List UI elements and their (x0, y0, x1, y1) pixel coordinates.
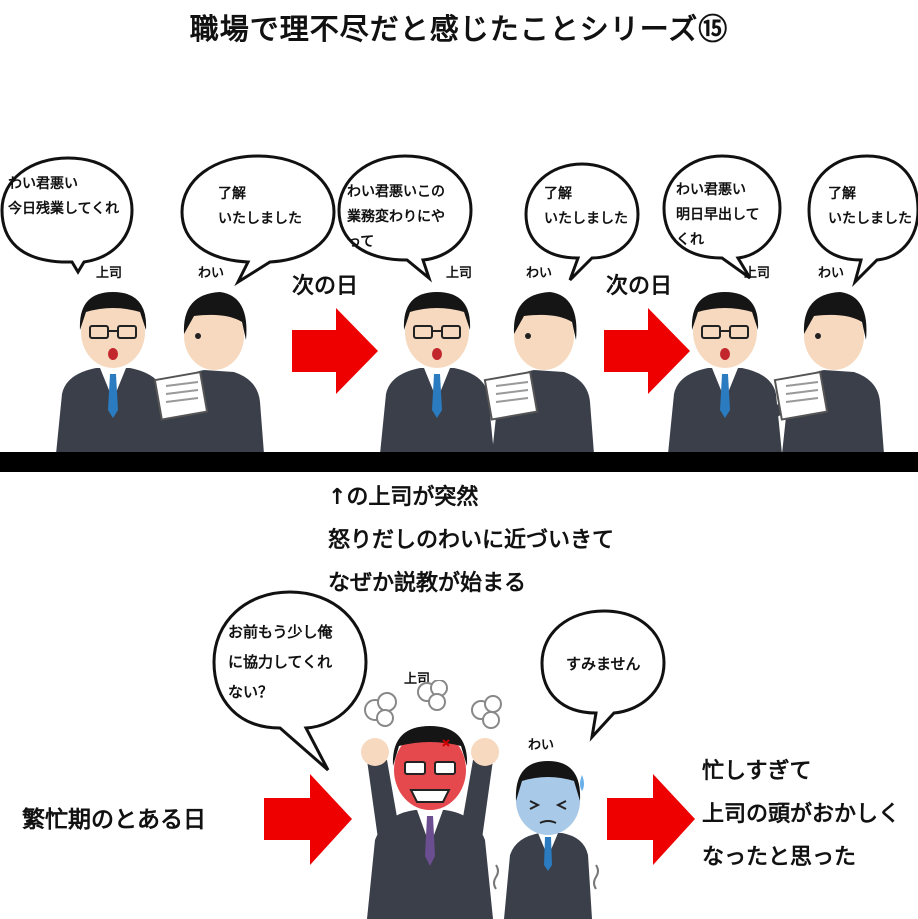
speech-bubble-boss-2 (337, 154, 473, 283)
right-arrow-icon-3 (264, 774, 352, 865)
speech-bubble-me-1 (180, 154, 336, 287)
boss-3-line-3: くれ (676, 232, 704, 248)
next-day-label-1: 次の日 (292, 274, 359, 299)
boss-2-label: 上司 (446, 266, 473, 281)
me-2-line-2: いたしました (544, 211, 628, 227)
angry-boss-figure (361, 680, 502, 919)
narration-line-3: なぜか説教が始まる (328, 571, 527, 596)
boss-2-line-1: わい君悪いこの (347, 184, 445, 200)
me-figure-3 (773, 292, 884, 454)
boss-2-line-3: って (347, 234, 375, 250)
boss-angry-line-3: ない？ (228, 683, 274, 701)
narration-line-1: ↑の上司が突然 (328, 485, 479, 510)
speech-bubble-me-sorry (540, 609, 666, 742)
me-figure-1 (153, 292, 264, 454)
section-divider (0, 452, 918, 472)
me-2-label: わい (526, 266, 553, 281)
boss-2-line-2: 業務変わりにや (347, 209, 445, 225)
boss-3-label: 上司 (744, 266, 771, 281)
me-2-line-1: 了解 (544, 186, 572, 202)
busy-day-label: 繁忙期のとある日 (22, 807, 206, 833)
boss-1-line-2: 今日残業してくれ (8, 201, 120, 217)
boss-3-line-1: わい君悪い (676, 182, 746, 198)
boss-1-label: 上司 (96, 266, 123, 281)
me-sorry-label: わい (528, 738, 555, 753)
boss-3-line-2: 明日早出して (676, 207, 760, 223)
conclusion-line-2: 上司の頭がおかしく (702, 802, 901, 827)
right-arrow-icon-4 (607, 774, 695, 865)
me-1-line-2: いたしました (218, 211, 302, 227)
speech-bubble-boss-1 (0, 156, 134, 275)
boss-angry-line-1: お前もう少し俺 (228, 623, 333, 641)
boss-1-line-1: わい君悪い (8, 176, 78, 192)
conclusion-line-3: なったと思った (702, 845, 857, 870)
boss-figure-2 (380, 292, 502, 454)
page-title: 職場で理不尽だと感じたことシリーズ⑮ (189, 12, 729, 46)
right-arrow-icon-2 (604, 308, 690, 394)
conclusion-line-1: 忙しすぎて (702, 759, 812, 784)
boss-angry-line-2: に協力してくれ (228, 653, 333, 671)
worried-me-figure (493, 761, 599, 919)
me-sorry-text: すみません (566, 655, 641, 673)
next-day-label-2: 次の日 (606, 274, 673, 299)
speech-bubble-boss-3 (662, 154, 782, 280)
narration-line-2: 怒りだしのわいに近づいきて (328, 528, 615, 553)
speech-bubble-me-2 (524, 162, 640, 282)
me-3-line-1: 了解 (828, 186, 856, 202)
me-3-line-2: いたしました (828, 211, 912, 227)
me-3-label: わい (818, 266, 845, 281)
right-arrow-icon-1 (292, 308, 378, 394)
speech-bubble-me-3 (807, 154, 918, 288)
speech-bubble-boss-angry (212, 590, 368, 772)
boss-figure-3 (668, 292, 790, 454)
me-1-line-1: 了解 (218, 186, 246, 202)
me-1-label: わい (198, 266, 225, 281)
me-figure-2 (483, 292, 594, 454)
